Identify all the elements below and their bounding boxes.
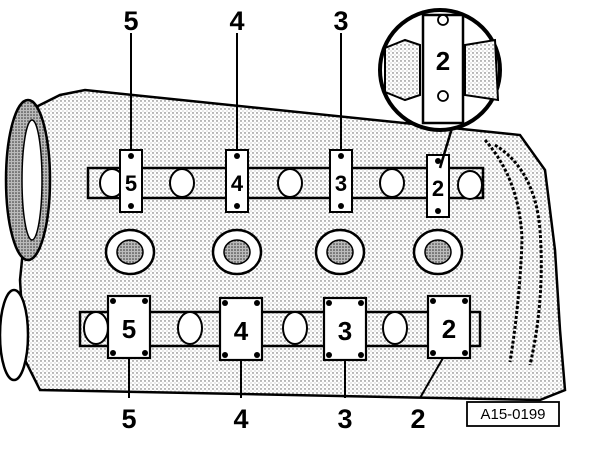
upper-cap-label-5: 5 [125, 171, 137, 196]
reference-box [466, 401, 560, 427]
upper-cap-label-3: 3 [335, 171, 347, 196]
timing-chain [483, 139, 543, 366]
lower-cap-label-2: 2 [442, 314, 456, 344]
cylinder-head-body [18, 88, 567, 402]
upper-bearing-cap-3 [329, 149, 353, 213]
lower-cap-label-4: 4 [234, 316, 249, 346]
lower-cap-label-3: 3 [338, 316, 352, 346]
inset-detail [378, 8, 502, 169]
spark-plug-wells [104, 228, 464, 276]
callout-top-4: 4 [229, 6, 244, 36]
upper-cap-label-2: 2 [432, 176, 444, 201]
upper-camshaft [86, 166, 485, 200]
lower-cap-label-5: 5 [122, 314, 136, 344]
lower-bearing-cap-2 [426, 294, 472, 360]
sprocket-gear [4, 98, 52, 262]
upper-bearing-cap-2 [426, 154, 450, 218]
callout-bottom-2: 2 [410, 404, 425, 434]
left-mount [0, 288, 30, 382]
callout-top-5: 5 [123, 6, 138, 36]
bottom-leader-lines [128, 357, 444, 399]
upper-cap-label-4: 4 [231, 171, 244, 196]
callout-bottom-4: 4 [233, 404, 248, 434]
callout-bottom-3: 3 [337, 404, 352, 434]
inset-label: 2 [436, 46, 450, 76]
callout-top-3: 3 [333, 6, 348, 36]
reference-code: A15-0199 [480, 406, 545, 423]
lower-bearing-cap-5 [106, 294, 152, 360]
top-leader-lines [130, 33, 342, 150]
callout-bottom-5: 5 [121, 404, 136, 434]
